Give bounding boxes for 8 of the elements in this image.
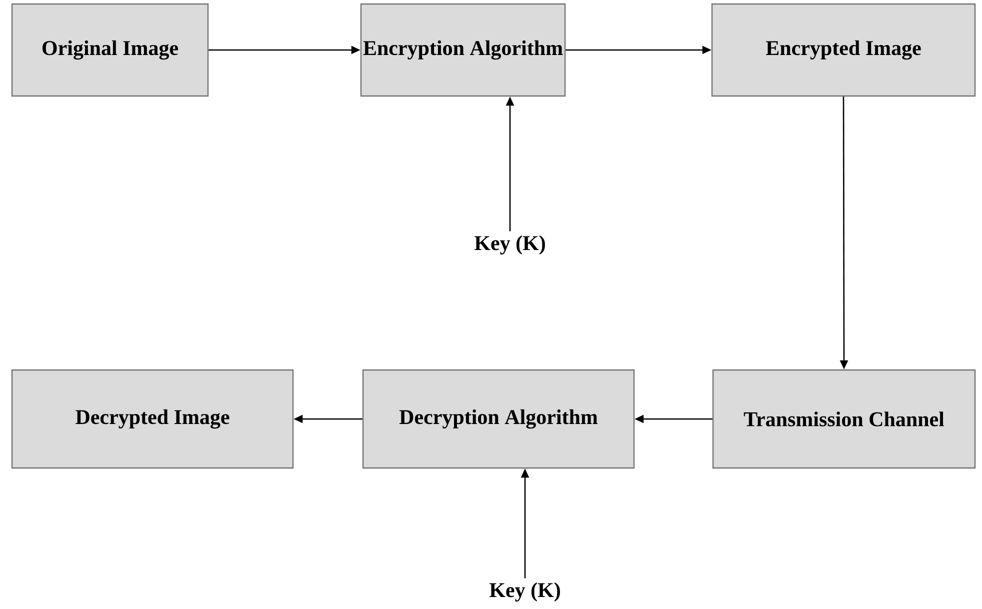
process-box: Decryption Algorithm [362, 369, 635, 469]
key-label: Key (K) [490, 582, 560, 602]
process-box: Encryption Algorithm [360, 3, 566, 97]
process-box: Original Image [11, 3, 209, 97]
key-label: Key (K) [474, 235, 545, 255]
process-box: Decrypted Image [11, 369, 294, 469]
process-box: Transmission Channel [712, 369, 976, 469]
process-box: Encrypted Image [711, 3, 976, 97]
